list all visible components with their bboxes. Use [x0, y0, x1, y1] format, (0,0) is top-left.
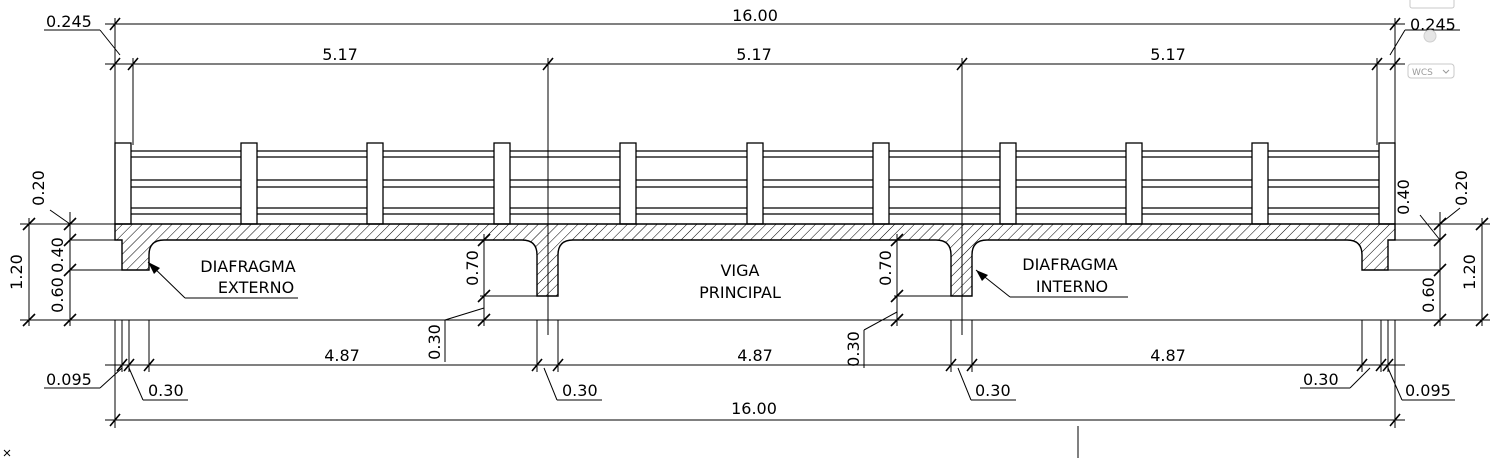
bottom-dimensions: 4.87 4.87 4.87 0.095 0.30 0.30 0.30 0.30…: [44, 346, 1455, 427]
right-vertical-dimensions: 0.40 0.60 0.20 1.20: [1394, 170, 1489, 327]
dim-beam-depth-1: 0.70: [463, 250, 482, 286]
railing: [114, 142, 1396, 225]
left-vertical-dimensions: 1.20 0.20 0.40 0.60: [7, 170, 77, 327]
dim-edge-left-top: 0.245: [46, 12, 92, 31]
ucs-icon: [3, 449, 11, 457]
dim-right-total-height: 1.20: [1460, 254, 1479, 290]
dim-clear-1: 4.87: [324, 346, 360, 365]
railing-post: [872, 142, 890, 225]
railing-post: [1251, 142, 1269, 225]
railing-post: [114, 142, 132, 225]
railing-post: [1125, 142, 1143, 225]
viewcube-compass-icon[interactable]: [1423, 29, 1437, 43]
label-internal-diaphragm-2: INTERNO: [1036, 277, 1108, 296]
dim-beam-depth-2: 0.70: [876, 250, 895, 286]
deck-slab-with-beams: [114, 223, 1396, 297]
railing-post: [366, 142, 384, 225]
label-external-diaphragm-1: DIAFRAGMA: [200, 257, 296, 276]
chevron-down-icon: [1442, 69, 1450, 74]
dim-web-1: 0.30: [148, 381, 184, 400]
railing-post: [999, 142, 1017, 225]
wcs-label: WCS: [1412, 68, 1433, 78]
dim-web-3: 0.30: [975, 381, 1011, 400]
label-external-diaphragm-2: EXTERNO: [218, 278, 294, 297]
dim-web-4: 0.30: [1303, 370, 1339, 389]
dim-total-bottom: 16.00: [731, 399, 777, 418]
label-main-beam-1: VIGA: [720, 261, 759, 280]
dim-clear-2: 4.87: [737, 346, 773, 365]
dim-edge-right-top: 0.245: [1410, 15, 1456, 34]
railing-post: [1378, 142, 1396, 225]
dim-right-rail-height: 0.20: [1452, 170, 1471, 206]
railing-post: [746, 142, 764, 225]
railing-post: [240, 142, 258, 225]
reference-lines: [20, 223, 1490, 321]
railing-post: [493, 142, 511, 225]
label-main-beam-2: PRINCIPAL: [699, 283, 781, 302]
beam-depth-dimensions: 0.70 0.30 0.70 0.30: [425, 233, 904, 368]
dim-left-diaphragm-bottom: 0.60: [48, 277, 67, 313]
railing-post: [619, 142, 637, 225]
dim-beam-bottom-gap-2: 0.30: [844, 331, 863, 367]
viewport-ui: WCS: [3, 0, 1455, 458]
dim-span-1: 5.17: [322, 45, 358, 64]
dim-right-diaphragm-top: 0.40: [1394, 179, 1413, 215]
dim-span-2: 5.17: [736, 45, 772, 64]
dim-span-3: 5.17: [1150, 45, 1186, 64]
viewcube-box[interactable]: [1409, 0, 1455, 9]
top-dimensions: 16.00 5.17 5.17 5.17 0.245 0.245: [44, 6, 1460, 71]
dim-left-rail-height: 0.20: [29, 170, 48, 206]
label-internal-diaphragm-1: DIAFRAGMA: [1022, 255, 1118, 274]
dim-total-top: 16.00: [732, 6, 778, 25]
dim-left-total-height: 1.20: [7, 254, 26, 290]
dim-beam-bottom-gap-1: 0.30: [425, 324, 444, 360]
dim-edge-right-bottom: 0.095: [1405, 381, 1451, 400]
callouts: DIAFRAGMA EXTERNO VIGA PRINCIPAL DIAFRAG…: [147, 255, 1128, 302]
dim-web-2: 0.30: [562, 381, 598, 400]
deck-section: [114, 223, 1396, 297]
wcs-menu[interactable]: [1407, 63, 1455, 79]
dim-left-diaphragm-top: 0.40: [48, 237, 67, 273]
dim-right-diaphragm-bottom: 0.60: [1419, 277, 1438, 313]
dim-clear-3: 4.87: [1150, 346, 1186, 365]
dim-edge-left-bottom: 0.095: [46, 370, 92, 389]
